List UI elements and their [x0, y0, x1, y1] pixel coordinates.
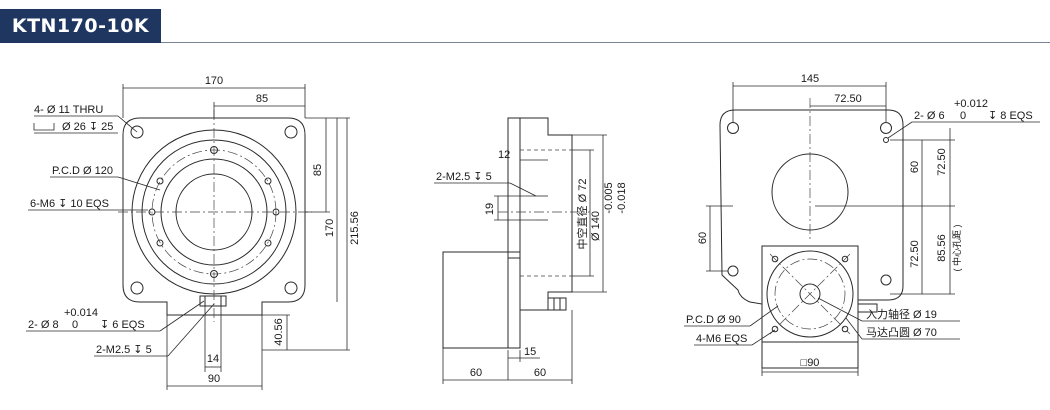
rear-depth: ↧ 8 EQS [988, 110, 1033, 122]
pin-hole [883, 137, 889, 143]
note-pin-depth: ↧ 6 EQS [100, 319, 145, 331]
page-title: KTN170-10K [0, 9, 161, 43]
dim-85-vert: 85 [312, 164, 324, 176]
header-rule [161, 42, 1050, 43]
dim-215: 215.56 [349, 211, 361, 245]
dim-72-top: 72.50 [834, 93, 862, 105]
input-shaft-label: 入力轴径 Ø 19 [866, 307, 937, 321]
side-view: 12 2-M2.5 ↧ 5 19 中空直径 Ø 72 Ø 140 -0.005 … [434, 117, 628, 384]
note-pin: 2- Ø 8 [28, 319, 59, 331]
leader [167, 303, 215, 357]
dim-170: 170 [205, 75, 223, 87]
leader [845, 317, 863, 340]
tol-upper: -0.005 [603, 182, 615, 213]
motor-bolt [771, 325, 779, 333]
leader [887, 121, 913, 139]
center-hole-label: ( 中心孔距 ) [951, 225, 962, 272]
note-cbore: Ø 26 ↧ 25 [62, 121, 113, 133]
dim-85: 85.56 [936, 234, 948, 262]
note-m6: 6-M6 ↧ 10 EQS [30, 198, 109, 210]
tol-lower: -0.018 [616, 182, 628, 213]
leader [749, 305, 779, 327]
rear-plate-outline [719, 109, 904, 369]
motor-pcd [774, 258, 846, 330]
note-thru: 4- Ø 11 THRU [34, 104, 103, 116]
rear-tol-lower: 0 [960, 110, 966, 122]
rear-hole-note: 2- Ø 6 [914, 110, 945, 122]
dim-14: 14 [207, 353, 219, 365]
motor-boss-label: 马达凸圆 Ø 70 [866, 326, 937, 339]
dim-19: 19 [484, 203, 496, 215]
rear-note-pcd: P.C.D Ø 90 [686, 314, 741, 326]
dim-145: 145 [801, 73, 819, 85]
dim-15: 15 [524, 346, 536, 358]
plate-hole [727, 265, 739, 277]
bolt-hole [264, 177, 272, 185]
plate-hole [880, 122, 892, 134]
dim-60-right: 60 [534, 367, 546, 379]
bolt-hole [156, 239, 164, 247]
bolt-hole [156, 177, 164, 185]
note-tol-upper: +0.014 [64, 307, 98, 319]
leader [751, 329, 776, 346]
side-connector [547, 297, 567, 311]
dim-72-b: 72.50 [909, 240, 921, 268]
plate-hole [880, 274, 892, 286]
mount-hole [130, 125, 144, 139]
bolt-hole [272, 208, 280, 216]
plate-hole [727, 122, 739, 134]
note-pcd: P.C.D Ø 120 [52, 165, 113, 177]
side-note-m25: 2-M2.5 ↧ 5 [436, 171, 492, 183]
connector [199, 295, 227, 307]
dim-85: 85 [256, 93, 268, 105]
mount-hole [284, 281, 298, 295]
mount-hole [284, 125, 298, 139]
motor-bolt [771, 255, 779, 263]
leader [817, 297, 863, 322]
dim-square: □90 [801, 357, 820, 369]
counterbore-symbol [33, 123, 55, 131]
motor-bolt [841, 255, 849, 263]
leader [117, 176, 161, 191]
leader [159, 300, 205, 332]
dim-72-a: 72.50 [936, 148, 948, 176]
bolt-hole [264, 239, 272, 247]
motor-boss [766, 250, 854, 338]
note-tol-lower: 0 [72, 319, 78, 331]
dim-170-vert: 170 [324, 219, 336, 237]
leader [117, 115, 138, 133]
dim-40: 40.56 [273, 318, 285, 346]
note-m25: 2-M2.5 ↧ 5 [96, 344, 152, 356]
leader [509, 182, 537, 197]
mount-hole [130, 281, 144, 295]
motor-flange [761, 245, 859, 343]
motor-bolt [841, 325, 849, 333]
rear-note-m6: 4-M6 EQS [696, 333, 747, 345]
front-view: 170 85 85 170 215.56 40.56 90 14 4- Ø 11… [26, 75, 361, 390]
dim-60-left: 60 [470, 367, 482, 379]
hollow-label: 中空直径 Ø 72 [575, 179, 589, 250]
rear-view: 145 72.50 +0.012 2- Ø 6 0 ↧ 8 EQS 60 72.… [684, 73, 1040, 376]
side-body-outline [507, 117, 573, 311]
dim-90: 90 [208, 373, 220, 385]
dim-12: 12 [498, 149, 510, 161]
center-line [769, 253, 851, 335]
rear-tol-upper: +0.012 [954, 98, 988, 110]
dim-140: Ø 140 [590, 211, 602, 241]
dim-60-left: 60 [697, 232, 709, 244]
input-shaft [799, 283, 821, 305]
dim-60-inner: 60 [909, 161, 921, 173]
